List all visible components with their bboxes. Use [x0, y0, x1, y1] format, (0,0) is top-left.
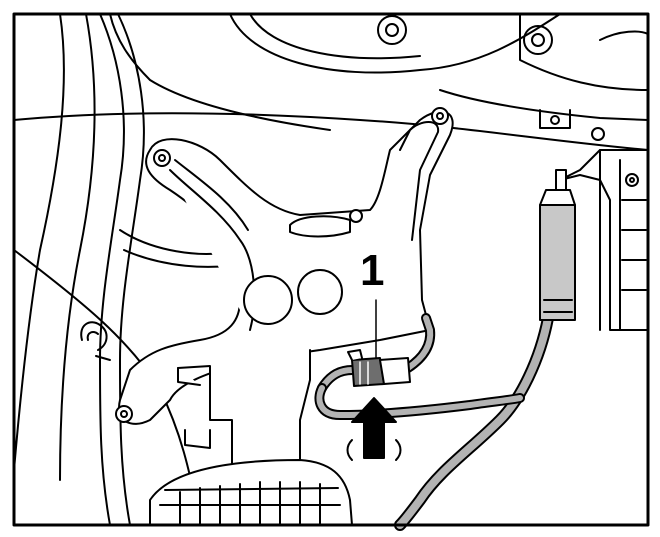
plug-connector: [347, 349, 411, 387]
vent-grille: [149, 459, 353, 526]
cable-clip: [80, 321, 111, 361]
figure-frame: [12, 12, 650, 527]
mounting-bracket: [115, 107, 454, 425]
right-component-housing: [559, 149, 649, 331]
wiring-harness: [314, 313, 525, 420]
right-cable-boot: [394, 169, 576, 531]
background-body-panel: [13, 13, 649, 526]
arrow-up-icon: [346, 397, 402, 461]
callout-number: 1: [360, 246, 385, 295]
